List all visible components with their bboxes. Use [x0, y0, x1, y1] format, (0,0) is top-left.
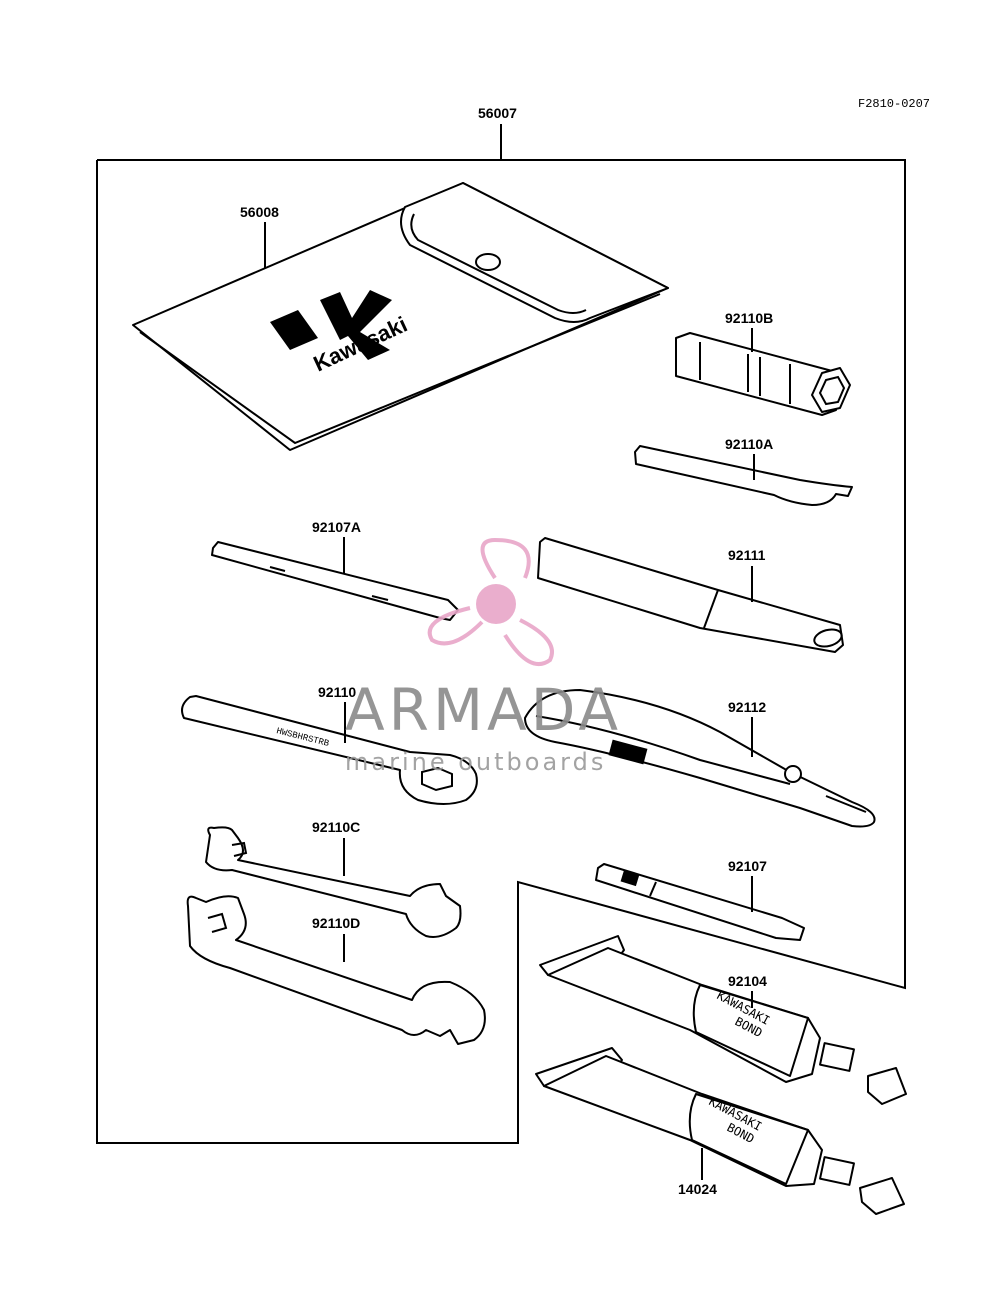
label-wrench-large: 92110D — [312, 915, 360, 931]
kit-frame — [96, 159, 906, 1144]
spark-plug-wrench — [675, 332, 851, 416]
label-pliers: 92112 — [728, 699, 766, 715]
phillips-screwdriver-bit — [595, 863, 805, 941]
label-pouch: 56008 — [240, 204, 279, 220]
hook-spanner — [634, 445, 853, 506]
label-tool-kit: 56007 — [478, 105, 517, 121]
watermark-title: ARMADA — [345, 676, 622, 744]
kawasaki-bond-tube-2: KAWASAKI BOND — [535, 1047, 905, 1215]
slip-joint-pliers — [524, 689, 876, 828]
pouch-snap-button — [475, 253, 501, 271]
kawasaki-bond-tube-1: KAWASAKI BOND — [539, 935, 907, 1105]
watermark-subtitle: marine outboards — [345, 748, 606, 776]
figure-code: F2810-0207 — [858, 97, 930, 111]
box-wrench: HWSBHRSTRB — [181, 695, 478, 805]
label-screwdriver-flat: 92107A — [312, 519, 361, 535]
label-bond-tube-1: 92104 — [728, 973, 767, 989]
label-bond-tube-2: 14024 — [678, 1181, 717, 1197]
propeller-icon — [427, 537, 554, 666]
armada-watermark: ARMADA marine outboards — [345, 537, 622, 776]
label-wrench-small: 92110C — [312, 819, 360, 835]
label-plug-wrench: 92110B — [725, 310, 773, 326]
handle-bar — [537, 537, 844, 653]
label-handle-bar: 92111 — [728, 547, 766, 563]
flat-screwdriver-bit — [211, 541, 459, 621]
label-screwdriver-phillips: 92107 — [728, 858, 767, 874]
open-end-wrench-large — [186, 895, 486, 1045]
label-box-wrench: 92110 — [318, 684, 356, 700]
open-end-wrench-small — [205, 826, 462, 938]
label-spanner-hook: 92110A — [725, 436, 773, 452]
tool-pouch: Kawasaki — [132, 182, 669, 451]
